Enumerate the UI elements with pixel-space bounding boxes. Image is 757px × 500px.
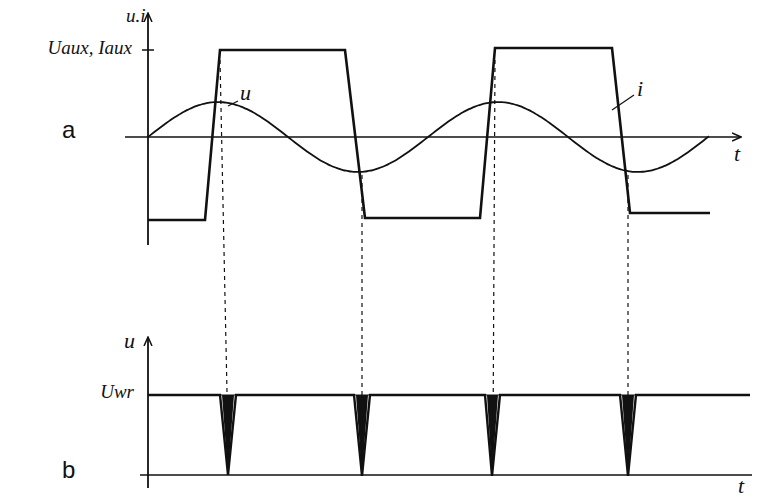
projection-lines (220, 60, 628, 440)
axis-line (125, 136, 740, 138)
leader-line (612, 95, 634, 110)
axis-line (147, 338, 149, 488)
current-waveform (148, 48, 710, 220)
axis-line (147, 14, 149, 245)
panel-label: a (62, 118, 75, 142)
level-label: Uaux, Iaux (48, 38, 132, 57)
panel-label: b (62, 458, 75, 482)
axis-label: t (734, 143, 740, 165)
axis-label: u.i (126, 6, 146, 25)
signal-label: u (240, 82, 251, 104)
axis-label: u (124, 330, 135, 352)
signal-label: i (637, 78, 643, 100)
axis-label: t (738, 475, 744, 497)
leader-line (228, 101, 238, 106)
axis-tick (142, 49, 154, 51)
axis-line (140, 474, 752, 476)
level-label: Uwr (100, 382, 134, 401)
voltage-waveform (148, 395, 750, 476)
voltage-dips (222, 395, 634, 476)
